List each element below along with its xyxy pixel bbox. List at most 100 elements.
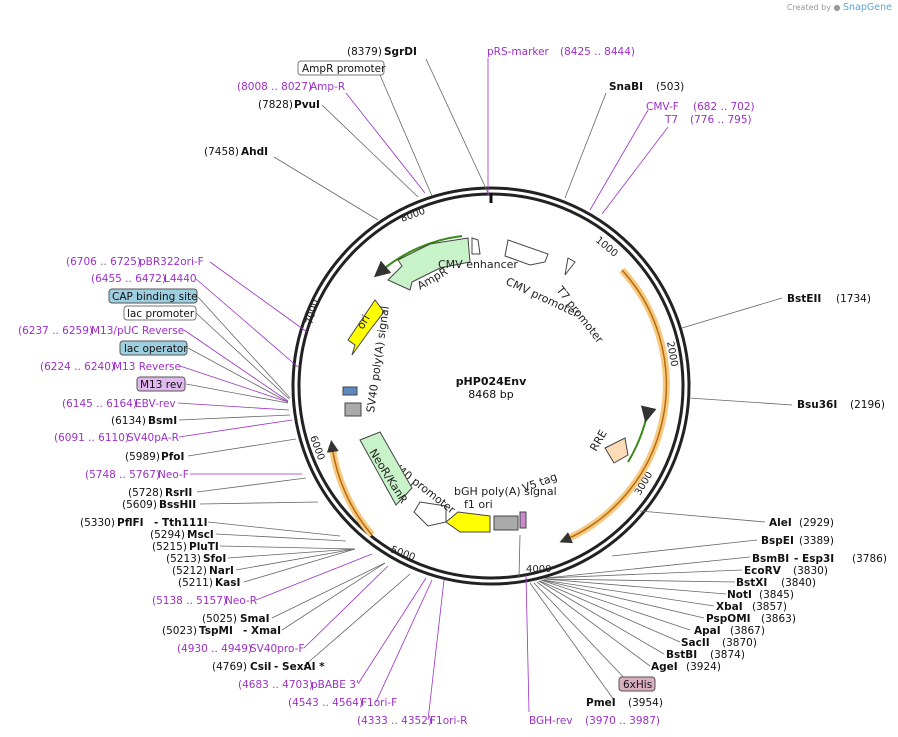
feature-rre[interactable]: [604, 437, 629, 464]
label-pvui-pos: (7828): [258, 99, 293, 111]
label-apai[interactable]: ApaI: [694, 625, 721, 637]
feature-bgh-label: bGH poly(A) signal: [454, 485, 557, 498]
label-bspei[interactable]: BspEI: [761, 535, 794, 547]
label-lac-promoter-box[interactable]: [123, 305, 197, 321]
label-plut-pos: (5215): [152, 541, 187, 553]
label-sv40pro-f[interactable]: SV40pro-F: [250, 643, 304, 655]
label-smai[interactable]: SmaI: [240, 613, 270, 625]
feature-bgh-polya[interactable]: [493, 515, 519, 531]
label-pbr322ori-f[interactable]: pBR322ori-F: [139, 256, 204, 268]
label-tth111i[interactable]: - Tth111I: [154, 517, 208, 529]
label-xbai[interactable]: XbaI: [716, 601, 743, 613]
label-msci-pos: (5294): [150, 529, 185, 541]
label-f1ori-f-pos: (4543 .. 4564): [288, 697, 363, 709]
feature-t7-promoter[interactable]: [564, 257, 576, 276]
label-neo-r-pos: (5138 .. 5157): [152, 595, 227, 607]
label-agei[interactable]: AgeI: [651, 661, 678, 673]
label-rsrii-pos: (5728): [128, 487, 163, 499]
plasmid-name: pHP024Env: [456, 375, 527, 388]
label-t7[interactable]: T7: [664, 114, 678, 126]
label-pvui[interactable]: PvuI: [294, 99, 320, 111]
label-bgh-rev[interactable]: BGH-rev: [529, 715, 573, 727]
feature-t7-label: T7 promoter: [553, 283, 606, 346]
label-pspomi[interactable]: PspOMI: [706, 613, 751, 625]
label-bsu36i[interactable]: Bsu36I: [797, 399, 837, 411]
label-apai-pos: (3867): [730, 625, 765, 637]
label-neo-f-pos: (5748 .. 5767): [85, 469, 160, 481]
label-m13-reverse-pos: (6224 .. 6240): [40, 361, 115, 373]
tick-5000: 5000: [389, 544, 417, 563]
label-ebv-rev-pos: (6145 .. 6164): [62, 398, 137, 410]
label-m13-rev-box[interactable]: [136, 376, 186, 392]
label-rsrii[interactable]: RsrII: [165, 487, 192, 499]
label-cap-box[interactable]: [108, 288, 198, 304]
label-f1ori-r[interactable]: F1ori-R: [430, 715, 467, 727]
label-pbabe-pos: (4683 .. 4703): [238, 679, 313, 691]
label-smai-pos: (5025): [202, 613, 237, 625]
label-ecorv[interactable]: EcoRV: [744, 565, 782, 577]
label-bsmi[interactable]: BsmI: [148, 415, 177, 427]
label-cmv-f[interactable]: CMV-F: [646, 101, 679, 113]
label-pflfi[interactable]: PflFI: [117, 517, 144, 529]
label-tspmi[interactable]: TspMI: [199, 625, 233, 637]
label-esp3i[interactable]: - Esp3I: [794, 553, 834, 565]
label-f1ori-f[interactable]: F1ori-F: [361, 697, 397, 709]
label-sv40pa-r[interactable]: SV40pA-R: [127, 432, 179, 444]
feature-sv40-promoter[interactable]: [413, 501, 447, 527]
label-ampr-promoter-box[interactable]: [297, 60, 385, 76]
label-sexai[interactable]: - SexAI *: [274, 661, 325, 673]
feature-cmv-enhancer[interactable]: [504, 239, 549, 266]
label-kasi[interactable]: KasI: [215, 577, 240, 589]
env-region-arrow: [559, 269, 668, 544]
label-bstbi[interactable]: BstBI: [666, 649, 697, 661]
label-msci[interactable]: MscI: [187, 529, 214, 541]
ampr-cds-arc: [373, 235, 463, 278]
label-csii[interactable]: CsiI: [250, 661, 271, 673]
label-sv40pro-f-pos: (4930 .. 4949): [177, 643, 252, 655]
feature-ampr[interactable]: [387, 237, 471, 291]
feature-f1-ori[interactable]: [445, 511, 491, 533]
label-6xhis-box[interactable]: [618, 676, 656, 692]
feature-lac-elements[interactable]: [342, 386, 358, 396]
label-bsteii[interactable]: BstEII: [787, 293, 821, 305]
label-m13-reverse[interactable]: M13 Reverse: [113, 361, 181, 373]
feature-ampr-promoter[interactable]: [471, 237, 481, 255]
label-kasi-pos: (5211): [178, 577, 213, 589]
label-sgrdi[interactable]: SgrDI: [384, 46, 417, 58]
feature-ori[interactable]: [347, 299, 385, 356]
label-bsmbi[interactable]: BsmBI: [752, 553, 789, 565]
label-ebv-rev[interactable]: EBV-rev: [135, 398, 176, 410]
label-neo-f[interactable]: Neo-F: [158, 469, 189, 481]
plasmid-size: 8468 bp: [468, 388, 513, 401]
label-l4440[interactable]: L4440: [164, 273, 197, 285]
feature-v5-tag[interactable]: [519, 511, 527, 529]
label-bsshii-pos: (5609): [122, 499, 157, 511]
feature-sv40pa[interactable]: [344, 402, 362, 417]
neo-region-arc[interactable]: [328, 445, 375, 538]
label-pbabe[interactable]: pBABE 3': [311, 679, 359, 691]
feature-neor[interactable]: [359, 431, 413, 506]
label-lac-operator-box[interactable]: [119, 340, 188, 356]
label-bsshii[interactable]: BssHII: [159, 499, 196, 511]
label-f1ori-r-pos: (4333 .. 4352): [357, 715, 432, 727]
label-alei[interactable]: AleI: [769, 517, 792, 529]
label-nari[interactable]: NarI: [209, 565, 234, 577]
label-m13puc-reverse[interactable]: M13/pUC Reverse: [91, 325, 184, 337]
label-amp-r[interactable]: Amp-R: [310, 81, 345, 93]
label-snabi-pos: (503): [656, 81, 684, 93]
label-sacii[interactable]: SacII: [681, 637, 710, 649]
label-pfoi[interactable]: PfoI: [161, 451, 184, 463]
label-noti[interactable]: NotI: [727, 589, 752, 601]
label-neo-r[interactable]: Neo-R: [225, 595, 257, 607]
label-snabi[interactable]: SnaBI: [609, 81, 643, 93]
label-sacii-pos: (3870): [722, 637, 757, 649]
label-xmai[interactable]: - XmaI: [243, 625, 281, 637]
label-pluti[interactable]: PluTI: [189, 541, 219, 553]
label-prs-marker[interactable]: pRS-marker: [487, 46, 550, 58]
label-pmei[interactable]: PmeI: [586, 697, 616, 709]
label-bstxi[interactable]: BstXI: [736, 577, 767, 589]
label-sfoi[interactable]: SfoI: [203, 553, 226, 565]
label-ahdi[interactable]: AhdI: [241, 146, 268, 158]
label-prs-marker-pos: (8425 .. 8444): [560, 46, 635, 58]
